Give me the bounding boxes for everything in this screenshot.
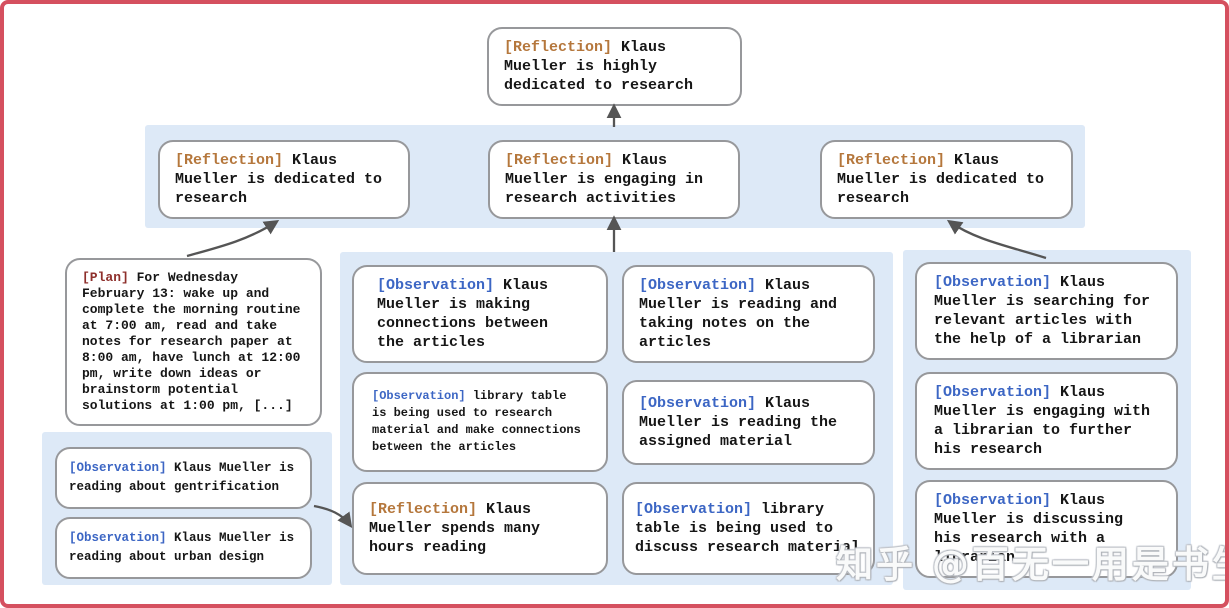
reflection-label: [Reflection] bbox=[175, 152, 284, 169]
node-text: Klaus Mueller is reading about gentrific… bbox=[69, 461, 295, 494]
zhihu-watermark: 知乎 @百无一用是书生 bbox=[836, 543, 1229, 586]
node-text: Klaus Mueller is dedicated to research bbox=[175, 152, 383, 207]
node-obs-engaging-librarian: [Observation] Klaus Mueller is engaging … bbox=[915, 372, 1178, 470]
observation-label: [Observation] bbox=[69, 531, 167, 545]
node-text: Klaus Mueller is discussing his research… bbox=[934, 492, 1124, 566]
node-text: Klaus Mueller is reading and taking note… bbox=[639, 277, 838, 351]
observation-label: [Observation] bbox=[934, 492, 1052, 509]
node-obs-library-table-discuss: [Observation] library table is being use… bbox=[622, 482, 875, 575]
observation-label: [Observation] bbox=[639, 277, 757, 294]
node-text: Klaus Mueller spends many hours reading bbox=[369, 501, 541, 556]
observation-label: [Observation] bbox=[639, 395, 757, 412]
reflection-label: [Reflection] bbox=[369, 501, 478, 518]
node-text: library table is being used to discuss r… bbox=[635, 501, 861, 556]
node-obs-library-table-research: [Observation] library table is being use… bbox=[352, 372, 608, 472]
observation-label: [Observation] bbox=[372, 389, 466, 403]
node-reflection-hours-reading: [Reflection] Klaus Mueller spends many h… bbox=[352, 482, 608, 575]
node-text: Klaus Mueller is making connections betw… bbox=[377, 277, 549, 351]
observation-label: [Observation] bbox=[934, 384, 1052, 401]
node-plan: [Plan] For Wednesday February 13: wake u… bbox=[65, 258, 322, 426]
node-obs-reading-assigned: [Observation] Klaus Mueller is reading t… bbox=[622, 380, 875, 465]
node-text: For Wednesday February 13: wake up and c… bbox=[82, 270, 301, 413]
node-band-reflection-right: [Reflection] Klaus Mueller is dedicated … bbox=[820, 140, 1073, 219]
node-text: Klaus Mueller is reading the assigned ma… bbox=[639, 395, 838, 450]
node-obs-urban-design: [Observation] Klaus Mueller is reading a… bbox=[55, 517, 312, 579]
reflection-label: [Reflection] bbox=[505, 152, 614, 169]
plan-label: [Plan] bbox=[82, 270, 129, 285]
node-obs-gentrification: [Observation] Klaus Mueller is reading a… bbox=[55, 447, 312, 509]
observation-label: [Observation] bbox=[635, 501, 753, 518]
node-text: Klaus Mueller is searching for relevant … bbox=[934, 274, 1151, 348]
observation-label: [Observation] bbox=[934, 274, 1052, 291]
node-band-reflection-left: [Reflection] Klaus Mueller is dedicated … bbox=[158, 140, 410, 219]
node-band-reflection-middle: [Reflection] Klaus Mueller is engaging i… bbox=[488, 140, 740, 219]
node-text: Klaus Mueller is engaging with a librari… bbox=[934, 384, 1151, 458]
node-text: Klaus Mueller is dedicated to research bbox=[837, 152, 1045, 207]
observation-label: [Observation] bbox=[377, 277, 495, 294]
node-obs-reading-taking-notes: [Observation] Klaus Mueller is reading a… bbox=[622, 265, 875, 363]
node-text: Klaus Mueller is reading about urban des… bbox=[69, 531, 295, 564]
node-obs-searching-articles: [Observation] Klaus Mueller is searching… bbox=[915, 262, 1178, 360]
node-obs-discussing-librarian: [Observation] Klaus Mueller is discussin… bbox=[915, 480, 1178, 578]
node-text: Klaus Mueller is engaging in research ac… bbox=[505, 152, 704, 207]
node-obs-making-connections: [Observation] Klaus Mueller is making co… bbox=[352, 265, 608, 363]
observation-label: [Observation] bbox=[69, 461, 167, 475]
reflection-label: [Reflection] bbox=[837, 152, 946, 169]
node-root-reflection: [Reflection] Klaus Mueller is highly ded… bbox=[487, 27, 742, 106]
reflection-label: [Reflection] bbox=[504, 39, 613, 56]
node-text: Klaus Mueller is highly dedicated to res… bbox=[504, 39, 694, 94]
node-text: library table is being used to research … bbox=[372, 389, 581, 454]
